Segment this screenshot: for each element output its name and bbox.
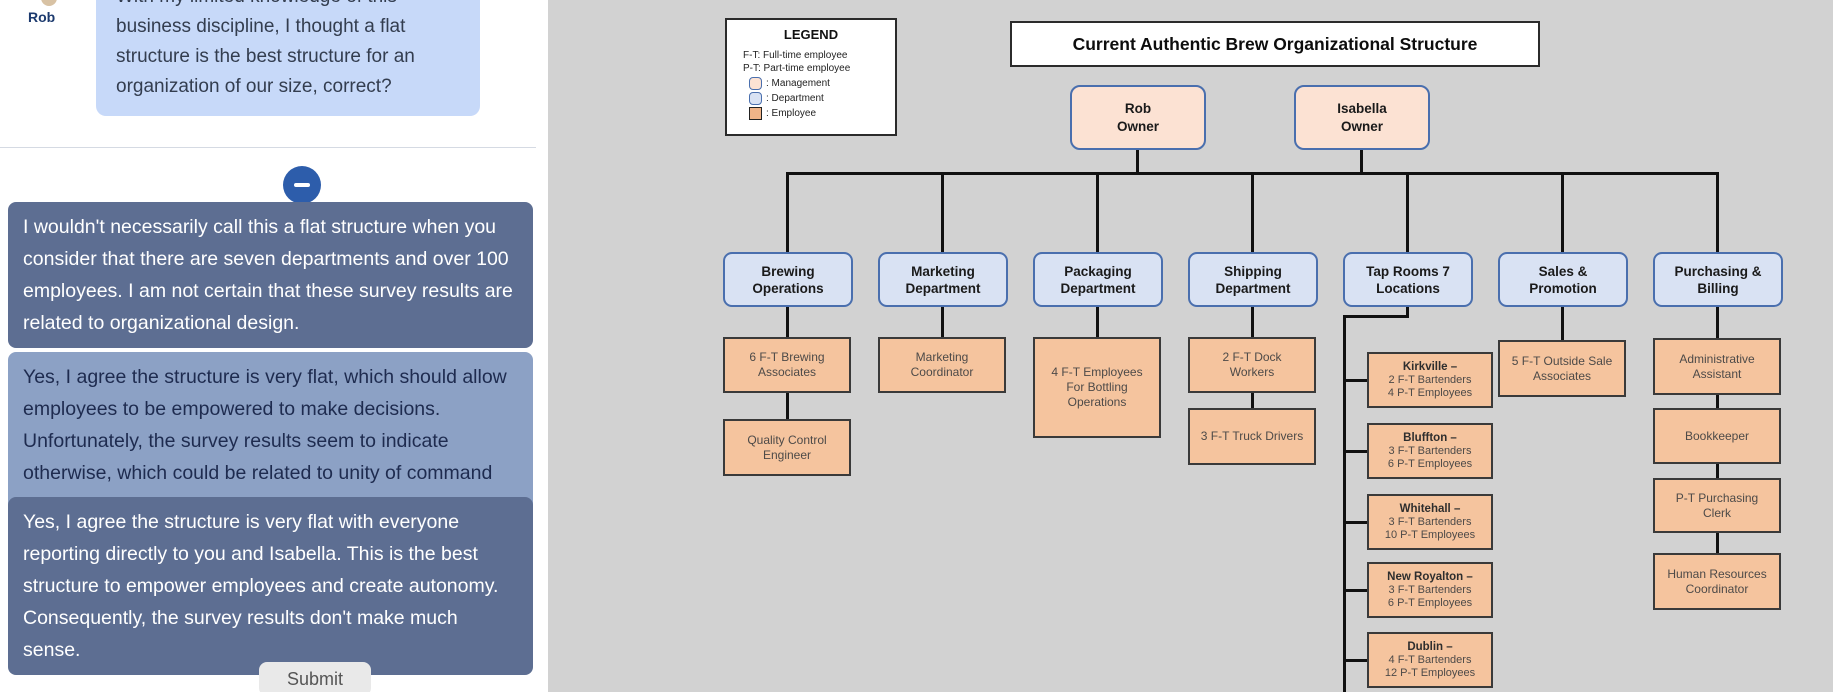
legend-row-management: : Management xyxy=(749,77,895,90)
chart-title: Current Authentic Brew Organizational St… xyxy=(1010,21,1540,67)
dept-box-brewing: Brewing Operations xyxy=(723,252,853,307)
connector-line xyxy=(1360,150,1363,175)
connector-line xyxy=(1096,307,1099,337)
owner-box-isabella: Isabella Owner xyxy=(1294,85,1430,150)
dept-box-shipping: Shipping Department xyxy=(1188,252,1318,307)
tap-room-name: Whitehall – xyxy=(1399,502,1461,515)
connector-line xyxy=(1136,150,1139,175)
owner-role: Owner xyxy=(1340,118,1383,134)
rob-avatar xyxy=(41,0,57,6)
answer-option-1[interactable]: I wouldn't necessarily call this a flat … xyxy=(8,202,533,348)
owner-role: Owner xyxy=(1116,118,1159,134)
tap-room-detail: 3 F-T Bartenders 10 P-T Employees xyxy=(1384,515,1476,541)
connector-line xyxy=(786,172,789,252)
tap-room-detail: 2 F-T Bartenders 4 P-T Employees xyxy=(1387,373,1473,399)
emp-box-admin-assistant: Administrative Assistant xyxy=(1653,338,1781,395)
connector-line xyxy=(786,393,789,419)
connector-line xyxy=(1251,307,1254,337)
department-swatch-icon xyxy=(749,92,762,105)
connector-line xyxy=(941,307,944,337)
emp-box-purchasing-clerk: P-T Purchasing Clerk xyxy=(1653,478,1781,533)
emp-box-marketing-coordinator: Marketing Coordinator xyxy=(878,337,1006,393)
tap-room-name: Bluffton – xyxy=(1403,431,1457,444)
employee-swatch-icon xyxy=(749,107,762,120)
emp-box-bottling-employees: 4 F-T Employees For Bottling Operations xyxy=(1033,337,1161,438)
connector-line xyxy=(1251,393,1254,408)
emp-box-dock-workers: 2 F-T Dock Workers xyxy=(1188,337,1316,393)
connector-line xyxy=(1096,172,1099,252)
connector-line xyxy=(1343,521,1369,524)
question-bubble: With my limited knowledge of this busine… xyxy=(96,0,480,116)
minus-icon xyxy=(294,183,310,187)
legend-abbrev-ft: F-T: Full-time employee xyxy=(743,50,848,61)
management-swatch-icon xyxy=(749,77,762,90)
emp-box-quality-control: Quality Control Engineer xyxy=(723,419,851,476)
tap-room-box-kirkville: Kirkville – 2 F-T Bartenders 4 P-T Emplo… xyxy=(1367,352,1493,408)
connector-line xyxy=(1561,172,1564,252)
tap-room-detail: 4 F-T Bartenders 12 P-T Employees xyxy=(1384,653,1476,679)
emp-box-truck-drivers: 3 F-T Truck Drivers xyxy=(1188,408,1316,465)
connector-line xyxy=(1343,315,1346,692)
org-chart-panel: LEGEND F-T: Full-time employee P-T: Part… xyxy=(548,0,1833,692)
tap-room-name: New Royalton – xyxy=(1387,570,1473,583)
connector-line xyxy=(1561,307,1564,340)
connector-line xyxy=(1343,379,1369,382)
legend-employee-label: : Employee xyxy=(766,108,817,119)
dept-box-sales: Sales & Promotion xyxy=(1498,252,1628,307)
emp-box-hr-coordinator: Human Resources Coordinator xyxy=(1653,553,1781,610)
connector-line xyxy=(1406,307,1409,318)
connector-line xyxy=(1716,395,1719,408)
emp-box-outside-sales: 5 F-T Outside Sale Associates xyxy=(1498,340,1626,397)
legend: LEGEND F-T: Full-time employee P-T: Part… xyxy=(725,18,897,136)
connector-line xyxy=(941,172,944,252)
tap-room-name: Kirkville – xyxy=(1402,360,1458,373)
answer-option-3[interactable]: Yes, I agree the structure is very flat … xyxy=(8,497,533,675)
connector-line xyxy=(1716,307,1719,338)
dept-box-marketing: Marketing Department xyxy=(878,252,1008,307)
owner-box-rob: Rob Owner xyxy=(1070,85,1206,150)
connector-line xyxy=(1343,589,1369,592)
owner-name: Rob xyxy=(1124,100,1152,116)
emp-box-brewing-associates: 6 F-T Brewing Associates xyxy=(723,337,851,393)
legend-row-department: : Department xyxy=(749,92,895,105)
tap-room-box-dublin: Dublin – 4 F-T Bartenders 12 P-T Employe… xyxy=(1367,632,1493,688)
legend-row-employee: : Employee xyxy=(749,107,895,120)
legend-abbrev-pt: P-T: Part-time employee xyxy=(743,63,851,74)
tap-room-name: Dublin – xyxy=(1407,640,1453,653)
connector-line xyxy=(1251,172,1254,252)
connector-line xyxy=(1716,533,1719,553)
connector-line xyxy=(1716,464,1719,478)
connector-line xyxy=(786,307,789,337)
question-text: With my limited knowledge of this busine… xyxy=(116,0,415,97)
legend-department-label: : Department xyxy=(766,93,824,104)
dept-box-tap-rooms: Tap Rooms 7 Locations xyxy=(1343,252,1473,307)
tap-room-box-whitehall: Whitehall – 3 F-T Bartenders 10 P-T Empl… xyxy=(1367,494,1493,550)
tap-room-detail: 3 F-T Bartenders 6 P-T Employees xyxy=(1387,444,1473,470)
tap-room-detail: 3 F-T Bartenders 6 P-T Employees xyxy=(1387,583,1473,609)
legend-title: LEGEND xyxy=(783,27,839,42)
connector-line xyxy=(1406,172,1409,252)
dept-box-packaging: Packaging Department xyxy=(1033,252,1163,307)
connector-line xyxy=(1343,450,1369,453)
connector-line xyxy=(1343,659,1369,662)
tap-room-box-new-royalton: New Royalton – 3 F-T Bartenders 6 P-T Em… xyxy=(1367,562,1493,618)
submit-button[interactable]: Submit xyxy=(259,662,371,692)
chat-sender-name: Rob xyxy=(28,9,56,25)
chat-panel: Rob With my limited knowledge of this bu… xyxy=(0,0,548,692)
dept-box-purchasing: Purchasing & Billing xyxy=(1653,252,1783,307)
tap-room-box-bluffton: Bluffton – 3 F-T Bartenders 6 P-T Employ… xyxy=(1367,423,1493,479)
owner-name: Isabella xyxy=(1337,100,1387,116)
connector-line xyxy=(1343,315,1409,318)
emp-box-bookkeeper: Bookkeeper xyxy=(1653,408,1781,464)
collapse-button[interactable] xyxy=(283,166,321,204)
legend-management-label: : Management xyxy=(766,78,830,89)
section-divider xyxy=(0,147,536,148)
connector-line xyxy=(1716,172,1719,252)
